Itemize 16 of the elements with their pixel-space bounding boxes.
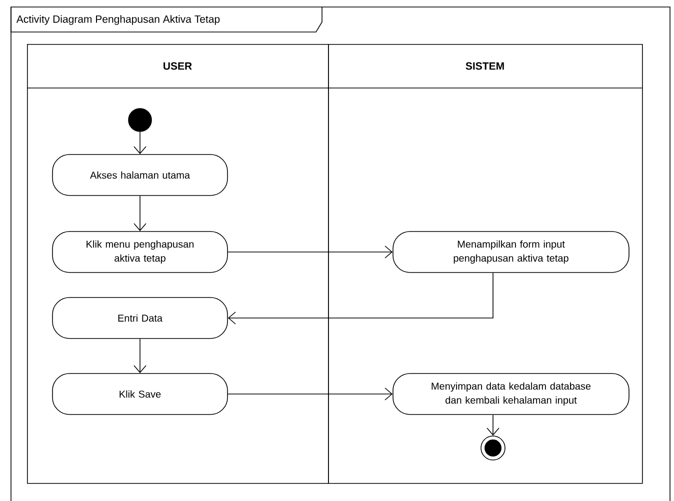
arrow bbox=[134, 338, 146, 374]
start-node bbox=[128, 108, 152, 132]
arrow bbox=[486, 414, 500, 436]
action-box: Klik Save bbox=[52, 373, 228, 415]
action-box: Klik menu penghapusan aktiva tetap bbox=[52, 231, 228, 273]
arrow bbox=[228, 388, 393, 400]
arrow bbox=[228, 272, 494, 324]
frame-title-tab: Activity Diagram Penghapusan Aktiva Tetap bbox=[10, 6, 322, 32]
action-box: Menyimpan data kedalam database dan kembali kehalaman input bbox=[392, 373, 630, 415]
final-node bbox=[480, 436, 506, 460]
arrow bbox=[134, 132, 146, 154]
action-box: Entri Data bbox=[52, 297, 228, 339]
action-box: Akses halaman utama bbox=[52, 154, 228, 196]
arrow bbox=[228, 246, 393, 258]
action-box: Menampilkan form input penghapusan aktiva tetap bbox=[392, 231, 630, 273]
arrow bbox=[134, 196, 146, 232]
